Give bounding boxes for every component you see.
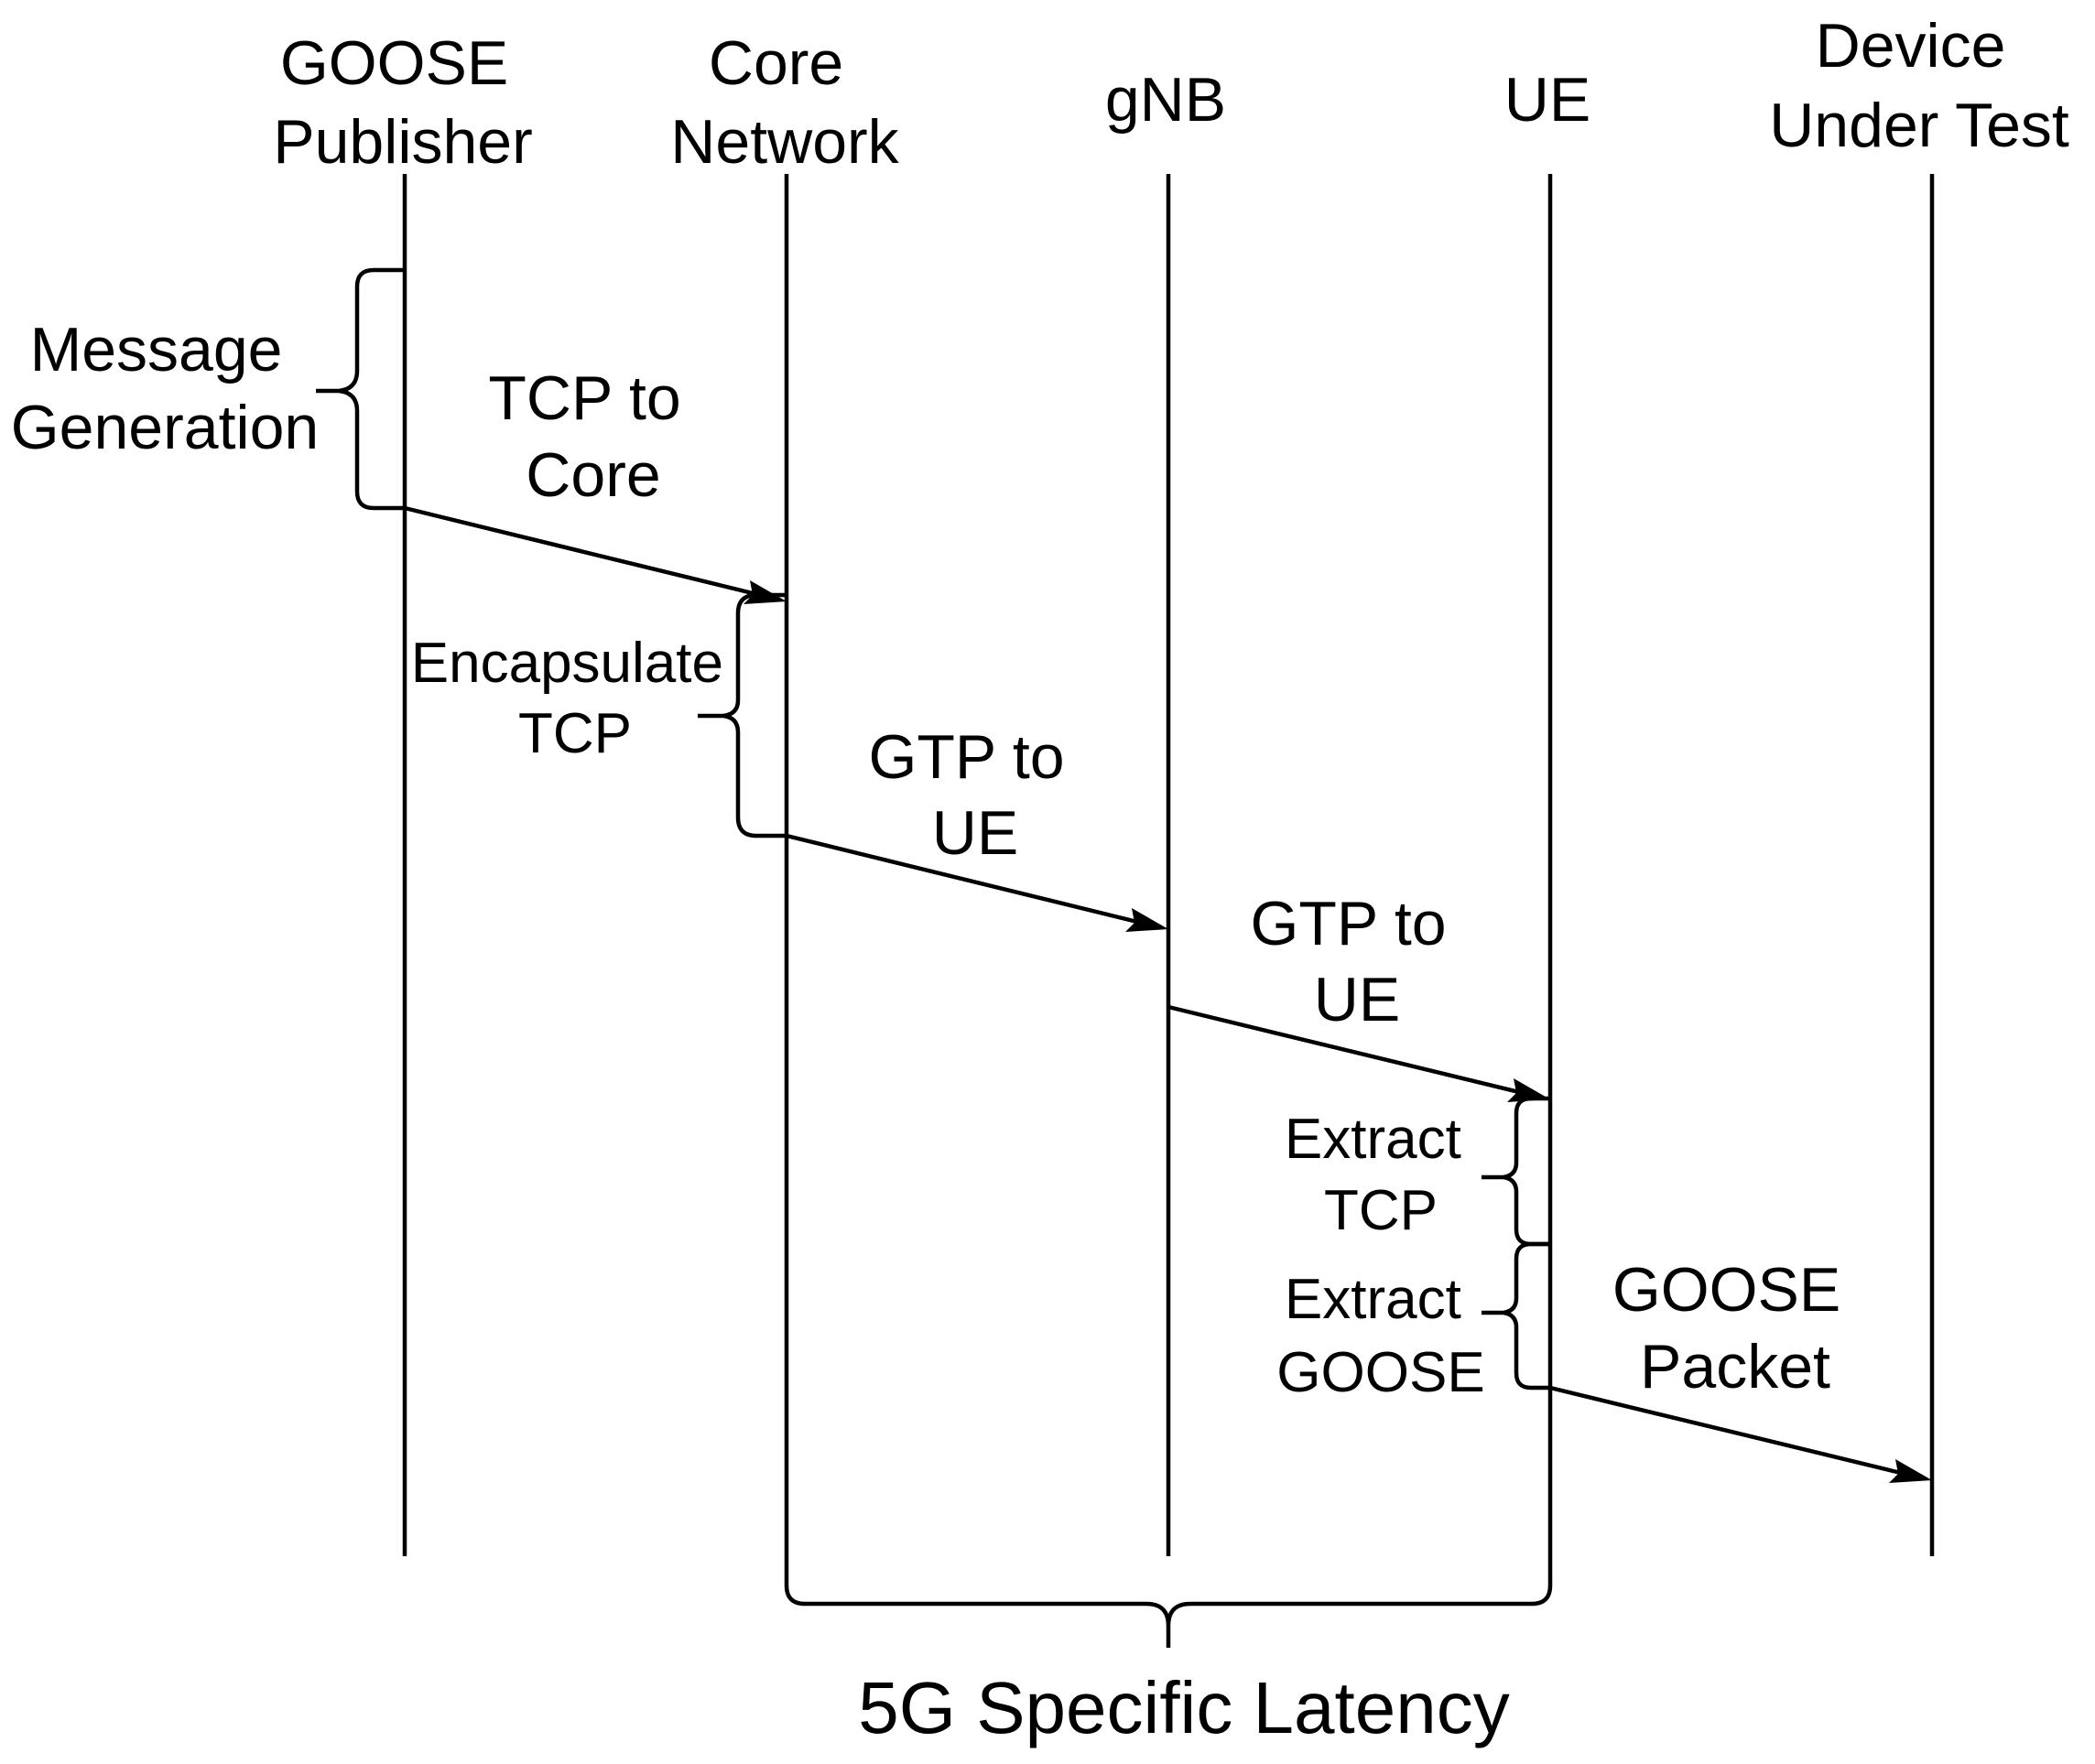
lifeline-label-ue: UE (1504, 65, 1590, 135)
message-label-line: UE (1314, 965, 1400, 1034)
latency-span-label: 5G Specific Latency (858, 1667, 1509, 1748)
message-label-line: UE (932, 798, 1018, 868)
lifeline-label-device-under-test: Device Under Test (1769, 11, 2069, 160)
brace-extract-tcp (1482, 1096, 1550, 1247)
lifeline-label-line: Publisher (273, 107, 533, 177)
lifeline-label-line: UE (1504, 65, 1590, 135)
message-label-tcp-to-core: TCP to Core (488, 363, 698, 510)
message-label-line: Packet (1640, 1332, 1830, 1401)
step-label-line: Encapsulate (411, 632, 723, 695)
arrowhead-tcp-to-core (744, 580, 787, 604)
brace-encapsulate-tcp (698, 592, 787, 839)
lifeline-label-line: Under Test (1769, 91, 2069, 160)
message-label-goose-packet: GOOSE Packet (1612, 1255, 1858, 1401)
step-label-line: Message (30, 315, 283, 384)
message-label-line: GTP to (868, 722, 1064, 792)
message-label-line: TCP to (488, 363, 680, 433)
step-label-line: TCP (1324, 1179, 1438, 1242)
message-label-gtp-to-ue-1: GTP to UE (868, 722, 1081, 868)
message-label-line: GTP to (1250, 889, 1446, 958)
brace-extract-goose (1482, 1241, 1550, 1391)
step-label-line: Extract (1285, 1268, 1461, 1331)
step-label-message-generation: Message Generation (11, 315, 319, 462)
lifeline-label-line: Network (670, 107, 899, 177)
arrow-gtp-to-ue-1 (786, 833, 1142, 925)
lifeline-label-line: GOOSE (280, 28, 508, 98)
lifeline-label-core-network: Core Network (670, 28, 899, 177)
message-label-line: GOOSE (1612, 1255, 1840, 1325)
step-label-extract-goose: Extract GOOSE (1276, 1268, 1484, 1404)
step-label-encapsulate-tcp: Encapsulate TCP (411, 632, 739, 765)
arrow-tcp-to-core (404, 505, 761, 598)
arrowhead-gtp-to-ue-2 (1507, 1078, 1550, 1102)
step-label-line: GOOSE (1276, 1341, 1484, 1404)
arrowhead-goose-packet (1889, 1459, 1932, 1483)
brace-5g-latency (784, 1556, 1553, 1648)
message-label-line: Core (526, 440, 660, 510)
lifeline-label-line: gNB (1105, 65, 1226, 135)
lifeline-label-gnb: gNB (1105, 65, 1226, 135)
arrow-goose-packet (1549, 1385, 1905, 1477)
message-label-gtp-to-ue-2: GTP to UE (1250, 889, 1463, 1034)
lifeline-label-line: Device (1816, 11, 2006, 81)
arrow-gtp-to-ue-2 (1167, 1004, 1524, 1096)
brace-message-generation (316, 267, 405, 511)
step-label-line: Extract (1285, 1108, 1461, 1171)
step-label-line: TCP (518, 702, 632, 765)
arrowhead-gtp-to-ue-1 (1125, 908, 1168, 932)
step-label-extract-tcp: Extract TCP (1285, 1108, 1477, 1242)
lifeline-label-line: Core (709, 28, 843, 98)
step-label-line: Generation (11, 393, 319, 462)
lifeline-label-goose-publisher: GOOSE Publisher (273, 28, 533, 177)
